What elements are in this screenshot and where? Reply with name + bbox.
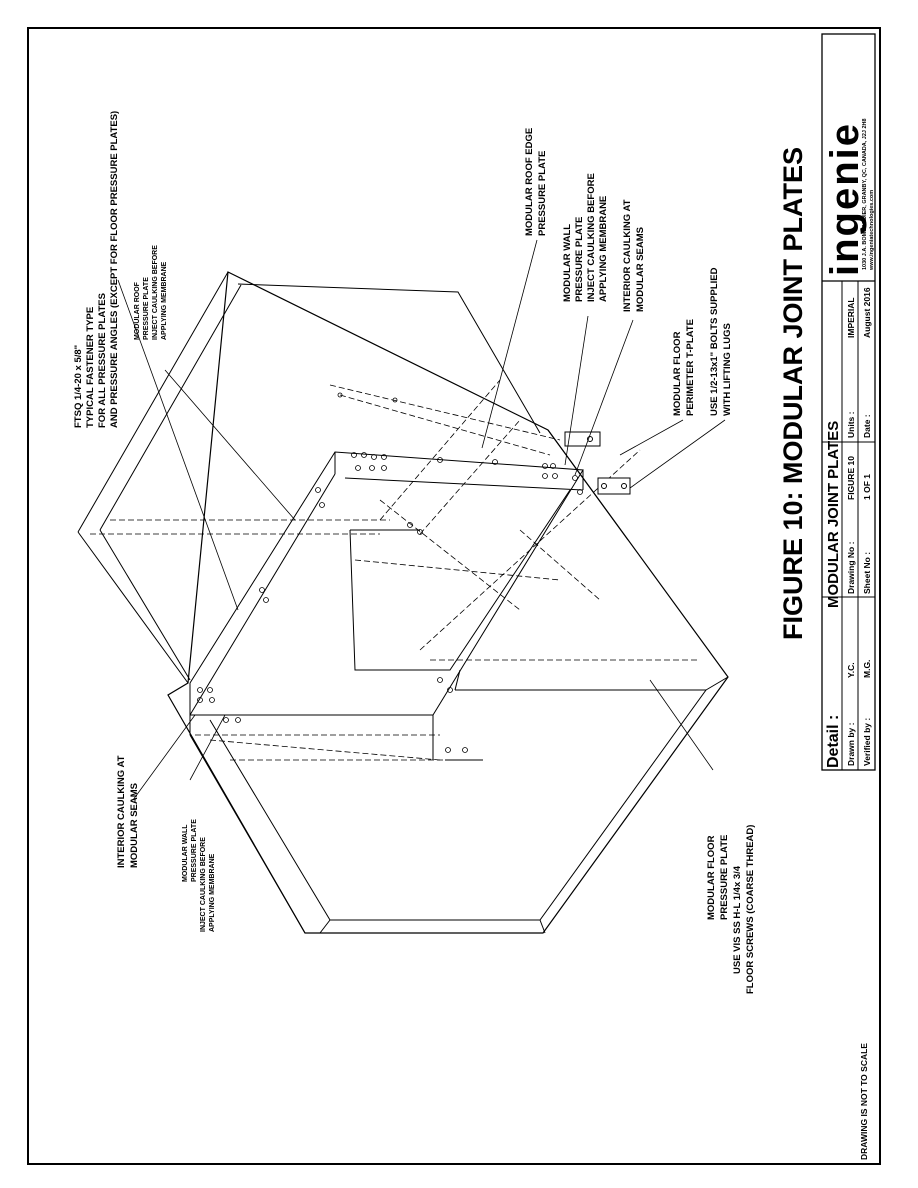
logo-wordmark: ingenie xyxy=(823,122,867,276)
svg-text:MODULAR WALL: MODULAR WALL xyxy=(562,224,573,302)
units-label: Units : xyxy=(846,411,856,438)
company-logo: ingenie 1030 J.A. BOMBARDIER, GRANBY, QC… xyxy=(823,118,875,276)
detail-label: Detail : xyxy=(825,715,842,768)
svg-text:MODULAR FLOOR: MODULAR FLOOR xyxy=(706,835,717,920)
svg-text:APPLYING MEMBRANE: APPLYING MEMBRANE xyxy=(161,261,168,340)
callout-fastener: FTSQ 1/4-20 x 5/8" TYPICAL FASTENER TYPE… xyxy=(73,111,120,428)
sheet-no-value: 1 OF 1 xyxy=(862,474,872,500)
callout-wall-plate-left: MODULAR WALL PRESSURE PLATE INJECT CAULK… xyxy=(182,819,216,932)
svg-text:PRESSURE PLATE: PRESSURE PLATE xyxy=(191,819,198,882)
callout-wall-plate-right: MODULAR WALL PRESSURE PLATE INJECT CAULK… xyxy=(562,173,609,302)
svg-text:USE 1/2-13x1" BOLTS SUPPLIED: USE 1/2-13x1" BOLTS SUPPLIED xyxy=(709,267,720,416)
drawn-by-label: Drawn by : xyxy=(846,722,856,766)
svg-text:INTERIOR CAULKING AT: INTERIOR CAULKING AT xyxy=(622,199,633,312)
callout-floor-tplate: MODULAR FLOOR PERIMETER T-PLATE xyxy=(672,319,696,416)
svg-text:MODULAR ROOF: MODULAR ROOF xyxy=(134,281,141,340)
leader-lines xyxy=(117,239,726,801)
svg-text:WITH LIFTING LUGS: WITH LIFTING LUGS xyxy=(722,323,733,416)
svg-text:INJECT CAULKING BEFORE: INJECT CAULKING BEFORE xyxy=(200,837,207,932)
scale-note: DRAWING IS NOT TO SCALE xyxy=(859,1043,869,1160)
title-block: Detail : MODULAR JOINT PLATES Drawn by :… xyxy=(821,33,876,771)
svg-text:PRESSURE PLATE: PRESSURE PLATE xyxy=(574,217,585,302)
svg-text:TYPICAL FASTENER TYPE: TYPICAL FASTENER TYPE xyxy=(85,307,96,428)
isometric-module-drawing xyxy=(77,271,729,934)
logo-website: www.ingeniatechnologies.com xyxy=(869,190,875,271)
svg-text:PRESSURE PLATE: PRESSURE PLATE xyxy=(537,151,548,236)
svg-text:PERIMETER T-PLATE: PERIMETER T-PLATE xyxy=(685,319,696,416)
svg-text:PRESSURE PLATE: PRESSURE PLATE xyxy=(719,835,730,920)
verified-by-label: Verified by : xyxy=(862,718,872,766)
svg-text:MODULAR FLOOR: MODULAR FLOOR xyxy=(672,331,683,416)
svg-text:FOR ALL PRESSURE PLATES: FOR ALL PRESSURE PLATES xyxy=(97,293,108,428)
drawn-by-value: Y.C. xyxy=(846,662,856,678)
svg-text:APPLYING MEMBRANE: APPLYING MEMBRANE xyxy=(209,853,216,932)
callout-caulking-right: INTERIOR CAULKING AT MODULAR SEAMS xyxy=(622,199,646,312)
svg-text:AND PRESSURE ANGLES (EXCEPT FO: AND PRESSURE ANGLES (EXCEPT FOR FLOOR PR… xyxy=(109,111,120,428)
hidden-lines xyxy=(90,379,700,761)
detail-value: MODULAR JOINT PLATES xyxy=(825,421,842,608)
logo-address: 1030 J.A. BOMBARDIER, GRANBY, QC, CANADA… xyxy=(862,118,868,270)
svg-text:MODULAR WALL: MODULAR WALL xyxy=(182,824,189,882)
svg-text:APPLYING MEMBRANE: APPLYING MEMBRANE xyxy=(598,196,609,302)
svg-text:INJECT CAULKING BEFORE: INJECT CAULKING BEFORE xyxy=(586,173,597,302)
floor-t-plate xyxy=(564,431,631,495)
date-label: Date : xyxy=(862,414,872,438)
svg-text:USE VIS SS H-L 1/4x 3/4: USE VIS SS H-L 1/4x 3/4 xyxy=(732,865,743,974)
svg-text:INJECT CAULKING BEFORE: INJECT CAULKING BEFORE xyxy=(152,245,159,340)
sheet-border xyxy=(27,27,881,1165)
svg-text:MODULAR ROOF EDGE: MODULAR ROOF EDGE xyxy=(524,128,535,236)
units-value: IMPERIAL xyxy=(846,297,856,338)
svg-text:INTERIOR CAULKING AT: INTERIOR CAULKING AT xyxy=(116,755,127,868)
callout-caulking-left: INTERIOR CAULKING AT MODULAR SEAMS xyxy=(116,755,140,868)
svg-text:FLOOR SCREWS (COARSE THREAD): FLOOR SCREWS (COARSE THREAD) xyxy=(745,825,756,994)
callout-bolts: USE 1/2-13x1" BOLTS SUPPLIED WITH LIFTIN… xyxy=(709,267,733,416)
callout-roof-edge: MODULAR ROOF EDGE PRESSURE PLATE xyxy=(524,128,548,236)
verified-by-value: M.G. xyxy=(862,660,872,678)
drawing-no-value: FIGURE 10 xyxy=(846,456,856,500)
callout-roof-plate: MODULAR ROOF PRESSURE PLATE INJECT CAULK… xyxy=(134,245,168,340)
svg-text:MODULAR SEAMS: MODULAR SEAMS xyxy=(129,783,140,868)
bolt-holes xyxy=(197,392,583,753)
drawing-no-label: Drawing No : xyxy=(846,541,856,594)
date-value: August 2016 xyxy=(862,287,872,338)
svg-text:PRESSURE PLATE: PRESSURE PLATE xyxy=(143,277,150,340)
figure-title: FIGURE 10: MODULAR JOINT PLATES xyxy=(778,147,808,640)
sheet-no-label: Sheet No : xyxy=(862,552,872,594)
callout-floor-plate: MODULAR FLOOR PRESSURE PLATE USE VIS SS … xyxy=(706,825,756,994)
svg-text:FTSQ 1/4-20 x 5/8": FTSQ 1/4-20 x 5/8" xyxy=(73,345,84,428)
svg-text:MODULAR SEAMS: MODULAR SEAMS xyxy=(635,227,646,312)
